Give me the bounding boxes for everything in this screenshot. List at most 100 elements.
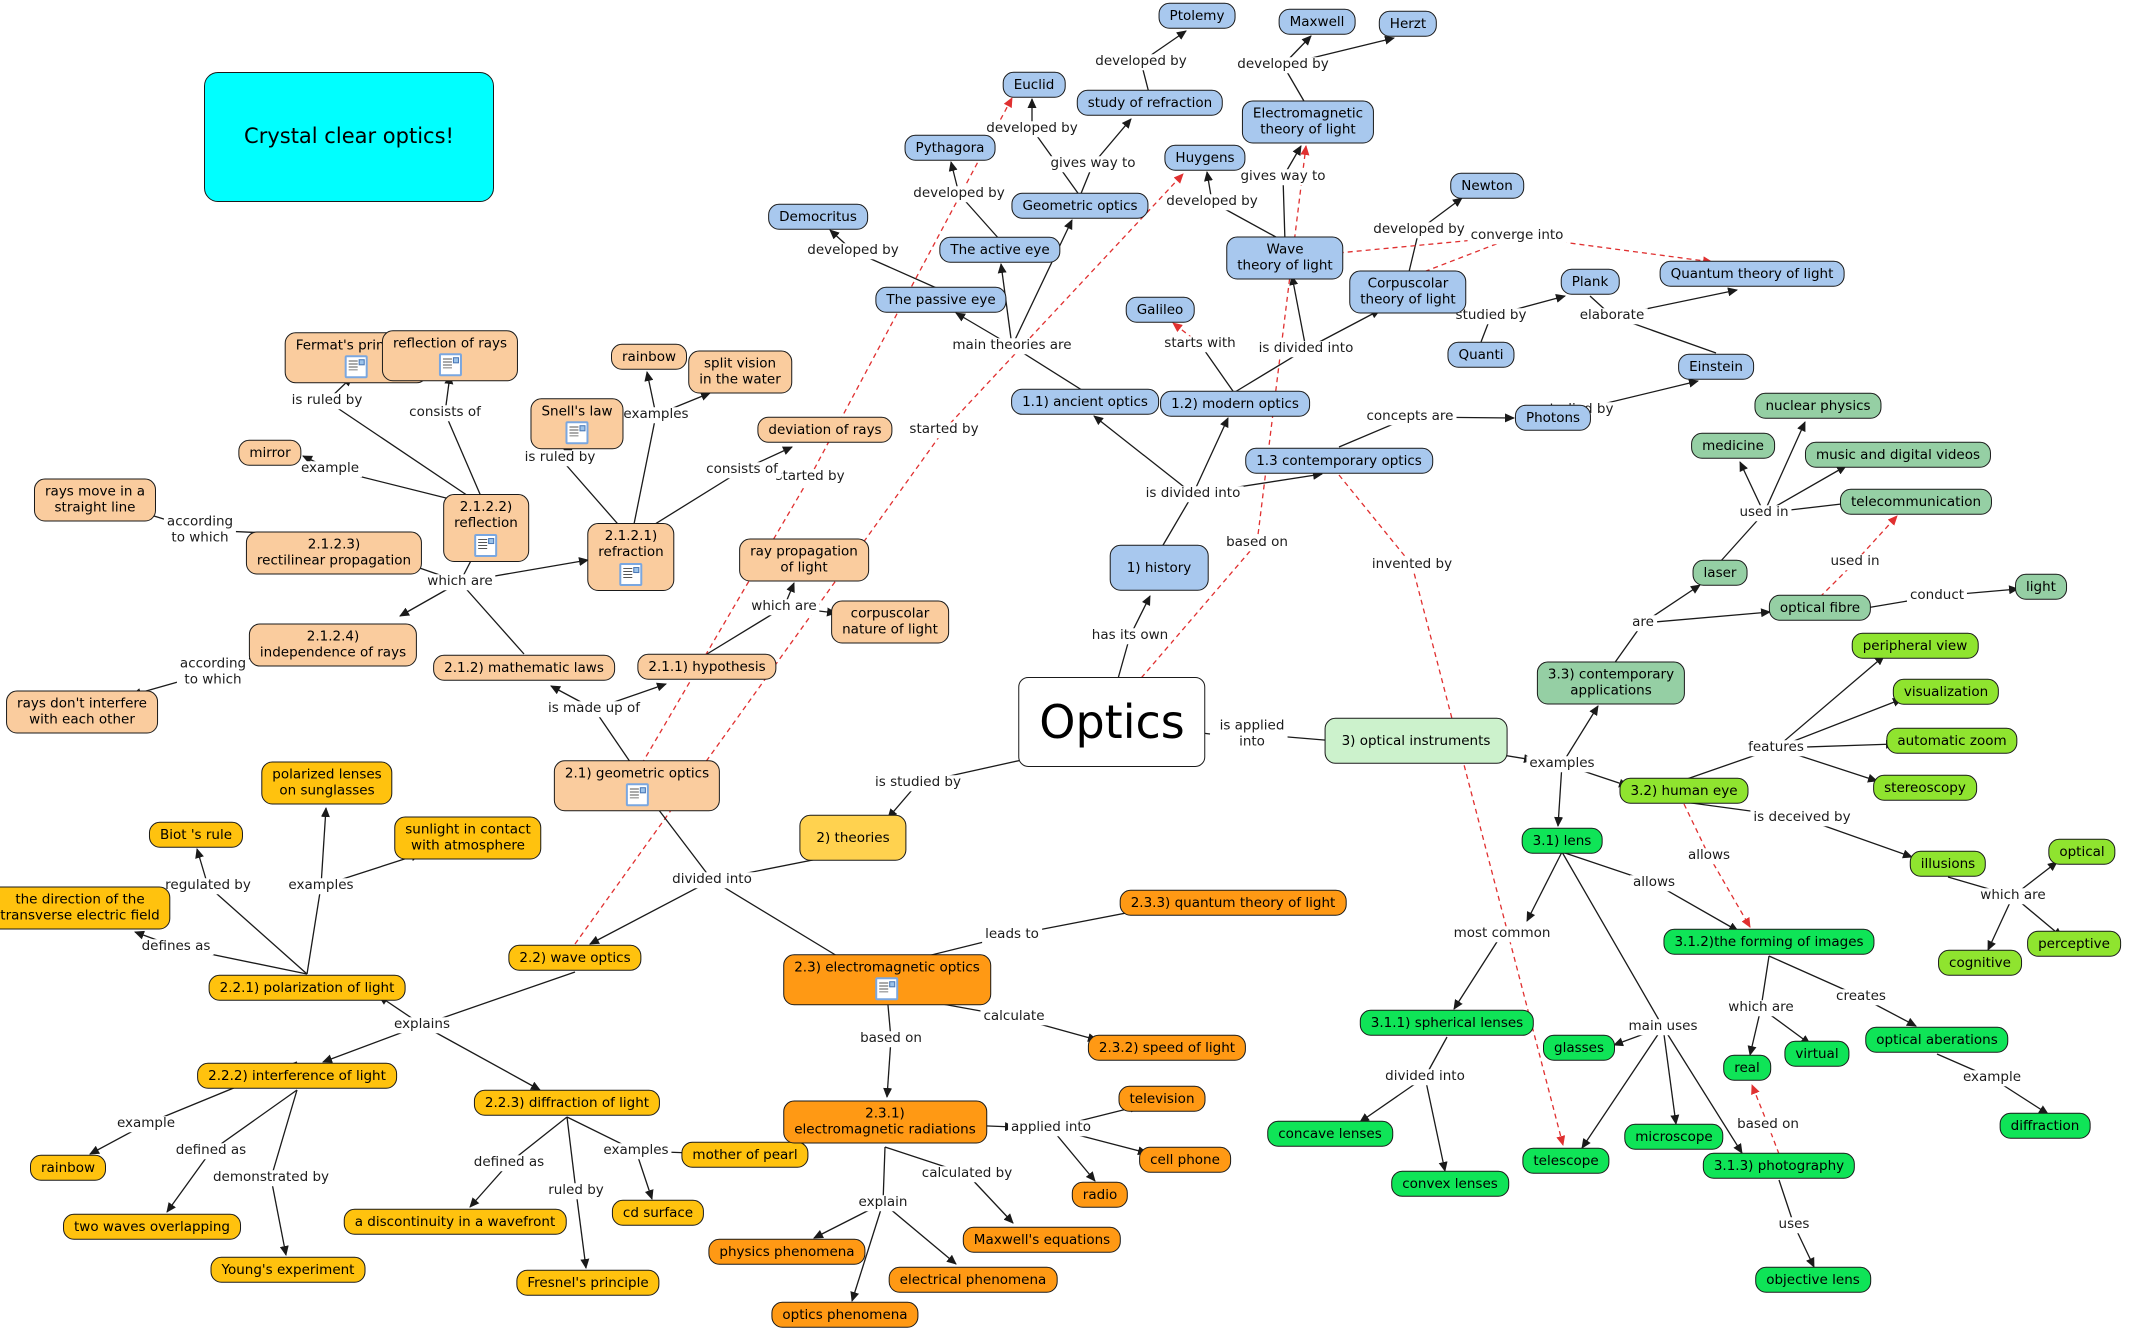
- node-young-s-experiment[interactable]: Young's experiment: [210, 1256, 366, 1284]
- node-2-1-geometric-optics[interactable]: 2.1) geometric optics: [553, 760, 721, 812]
- node-2-theories[interactable]: 2) theories: [799, 814, 907, 862]
- node-3-1-1-spherical-lenses[interactable]: 3.1.1) spherical lenses: [1359, 1009, 1535, 1037]
- node-perceptive[interactable]: perceptive: [2027, 930, 2121, 958]
- node-2-2-2-interference-of-light[interactable]: 2.2.2) interference of light: [197, 1062, 397, 1090]
- node-virtual[interactable]: virtual: [1784, 1040, 1850, 1068]
- node-3-2-human-eye[interactable]: 3.2) human eye: [1619, 777, 1749, 805]
- node-optical[interactable]: optical: [2048, 838, 2116, 866]
- resource-link-icon[interactable]: [875, 977, 899, 1001]
- node-mirror[interactable]: mirror: [238, 439, 302, 467]
- node-snell-s-law[interactable]: Snell's law: [530, 398, 624, 450]
- node-2-1-2-mathematic-laws[interactable]: 2.1.2) mathematic laws: [433, 654, 615, 682]
- node-the-direction-of-the-transverse-electric-field[interactable]: the direction of the transverse electric…: [0, 886, 171, 930]
- node-automatic-zoom[interactable]: automatic zoom: [1886, 727, 2018, 755]
- node-sunlight-in-contact-with-atmosphere[interactable]: sunlight in contact with atmosphere: [394, 816, 542, 860]
- node-2-2-3-diffraction-of-light[interactable]: 2.2.3) diffraction of light: [473, 1089, 661, 1117]
- node-electrical-phenomena[interactable]: electrical phenomena: [888, 1266, 1058, 1294]
- node-the-passive-eye[interactable]: The passive eye: [875, 286, 1007, 314]
- node-peripheral-view[interactable]: peripheral view: [1851, 632, 1979, 660]
- node-deviation-of-rays[interactable]: deviation of rays: [757, 416, 893, 444]
- node-3-1-2-the-forming-of-images[interactable]: 3.1.2)the forming of images: [1663, 928, 1875, 956]
- node-herzt[interactable]: Herzt: [1378, 10, 1438, 38]
- node-rainbow[interactable]: rainbow: [30, 1154, 106, 1182]
- node-television[interactable]: television: [1118, 1085, 1206, 1113]
- node-newton[interactable]: Newton: [1450, 172, 1524, 200]
- node-1-3-contemporary-optics[interactable]: 1.3 contemporary optics: [1245, 447, 1433, 475]
- node-the-active-eye[interactable]: The active eye: [939, 236, 1061, 264]
- node-rays-move-in-a-straight-line[interactable]: rays move in a straight line: [33, 478, 157, 522]
- node-3-3-contemporary-applications[interactable]: 3.3) contemporary applications: [1536, 661, 1686, 705]
- node-pythagora[interactable]: Pythagora: [904, 134, 996, 162]
- node-2-1-2-2-reflection[interactable]: 2.1.2.2) reflection: [443, 494, 529, 562]
- node-biot-s-rule[interactable]: Biot 's rule: [148, 821, 244, 849]
- node-2-2-wave-optics[interactable]: 2.2) wave optics: [508, 944, 642, 972]
- node-medicine[interactable]: medicine: [1691, 432, 1775, 460]
- node-1-history[interactable]: 1) history: [1109, 544, 1209, 592]
- node-galileo[interactable]: Galileo: [1125, 296, 1195, 324]
- node-geometric-optics[interactable]: Geometric optics: [1011, 192, 1149, 220]
- node-two-waves-overlapping[interactable]: two waves overlapping: [63, 1213, 241, 1241]
- node-convex-lenses[interactable]: convex lenses: [1391, 1170, 1509, 1198]
- node-stereoscopy[interactable]: stereoscopy: [1873, 774, 1977, 802]
- node-corpuscolar-nature-of-light[interactable]: corpuscolar nature of light: [831, 600, 949, 644]
- node-corpuscolar-theory-of-light[interactable]: Corpuscolar theory of light: [1349, 270, 1467, 314]
- resource-link-icon[interactable]: [344, 355, 368, 379]
- node-split-vision-in-the-water[interactable]: split vision in the water: [688, 350, 792, 394]
- node-polarized-lenses-on-sunglasses[interactable]: polarized lenses on sunglasses: [261, 761, 393, 805]
- node-microscope[interactable]: microscope: [1624, 1123, 1724, 1151]
- node-visualization[interactable]: visualization: [1892, 678, 2000, 706]
- node-2-2-1-polarization-of-light[interactable]: 2.2.1) polarization of light: [208, 974, 406, 1002]
- node-quanti[interactable]: Quanti: [1447, 341, 1515, 369]
- node-electromagnetic-theory-of-light[interactable]: Electromagnetic theory of light: [1241, 100, 1375, 144]
- node-2-1-2-3-rectilinear-propagation[interactable]: 2.1.2.3) rectilinear propagation: [245, 531, 423, 575]
- node-1-1-ancient-optics[interactable]: 1.1) ancient optics: [1011, 388, 1159, 416]
- node-ptolemy[interactable]: Ptolemy: [1158, 2, 1236, 30]
- node-euclid[interactable]: Euclid: [1002, 71, 1066, 99]
- node-laser[interactable]: laser: [1692, 559, 1748, 587]
- node-3-1-lens[interactable]: 3.1) lens: [1521, 827, 1603, 855]
- node-cognitive[interactable]: cognitive: [1938, 949, 2022, 977]
- node-mother-of-pearl[interactable]: mother of pearl: [681, 1141, 809, 1169]
- resource-link-icon[interactable]: [438, 353, 462, 377]
- node-democritus[interactable]: Democritus: [768, 203, 868, 231]
- node-rainbow[interactable]: rainbow: [611, 343, 687, 371]
- node-reflection-of-rays[interactable]: reflection of rays: [381, 330, 519, 382]
- node-telescope[interactable]: telescope: [1522, 1147, 1610, 1175]
- node-wave-theory-of-light[interactable]: Wave theory of light: [1226, 236, 1344, 280]
- node-3-optical-instruments[interactable]: 3) optical instruments: [1324, 717, 1508, 765]
- resource-link-icon[interactable]: [619, 562, 643, 586]
- node-2-3-2-speed-of-light[interactable]: 2.3.2) speed of light: [1087, 1034, 1247, 1062]
- node-plank[interactable]: Plank: [1560, 268, 1620, 296]
- node-real[interactable]: real: [1723, 1054, 1771, 1082]
- node-rays-don-t-interfere-with-each-other[interactable]: rays don't interfere with each other: [6, 690, 158, 734]
- node-2-3-3-quantum-theory-of-light[interactable]: 2.3.3) quantum theory of light: [1119, 889, 1347, 917]
- node-cd-surface[interactable]: cd surface: [611, 1199, 705, 1227]
- node-glasses[interactable]: glasses: [1543, 1034, 1615, 1062]
- node-objective-lens[interactable]: objective lens: [1755, 1266, 1871, 1294]
- node-photons[interactable]: Photons: [1514, 404, 1592, 432]
- node-huygens[interactable]: Huygens: [1164, 144, 1246, 172]
- node-optics[interactable]: Optics: [1018, 676, 1206, 768]
- node-optical-aberations[interactable]: optical aberations: [1865, 1026, 2009, 1054]
- resource-link-icon[interactable]: [474, 533, 498, 557]
- node-1-2-modern-optics[interactable]: 1.2) modern optics: [1160, 390, 1310, 418]
- node-music-and-digital-videos[interactable]: music and digital videos: [1804, 441, 1992, 469]
- node-einstein[interactable]: Einstein: [1678, 353, 1754, 381]
- node-cell-phone[interactable]: cell phone: [1139, 1146, 1231, 1174]
- resource-link-icon[interactable]: [565, 421, 589, 445]
- node-concave-lenses[interactable]: concave lenses: [1267, 1120, 1393, 1148]
- node-optical-fibre[interactable]: optical fibre: [1768, 594, 1872, 622]
- node-maxwell[interactable]: Maxwell: [1278, 8, 1356, 36]
- node-telecommunication[interactable]: telecommunication: [1839, 488, 1993, 516]
- node-study-of-refraction[interactable]: study of refraction: [1076, 89, 1224, 117]
- node-optics-phenomena[interactable]: optics phenomena: [771, 1301, 919, 1329]
- node-physics-phenomena[interactable]: physics phenomena: [708, 1238, 866, 1266]
- node-fresnel-s-principle[interactable]: Fresnel's principle: [516, 1269, 660, 1297]
- node-light[interactable]: light: [2015, 573, 2067, 601]
- node-ray-propagation-of-light[interactable]: ray propagation of light: [739, 538, 869, 582]
- node-2-1-1-hypothesis[interactable]: 2.1.1) hypothesis: [637, 653, 777, 681]
- node-a-discontinuity-in-a-wavefront[interactable]: a discontinuity in a wavefront: [343, 1208, 567, 1236]
- node-maxwell-s-equations[interactable]: Maxwell's equations: [962, 1226, 1122, 1254]
- node-3-1-3-photography[interactable]: 3.1.3) photography: [1702, 1152, 1856, 1180]
- node-diffraction[interactable]: diffraction: [1999, 1112, 2091, 1140]
